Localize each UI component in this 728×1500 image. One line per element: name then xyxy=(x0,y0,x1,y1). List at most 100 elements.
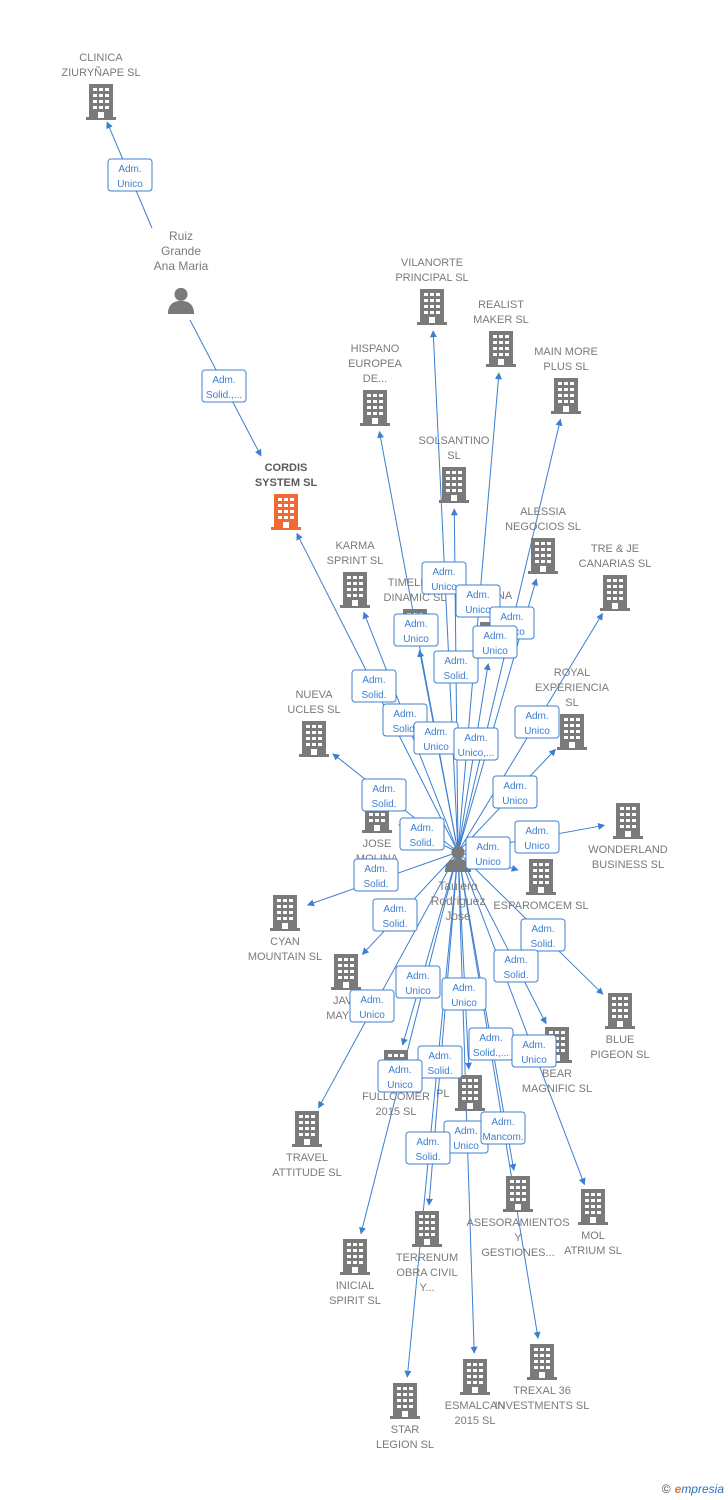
company-node-star[interactable]: STAR LEGION SL xyxy=(376,1383,434,1451)
company-name-line: TERRENUM xyxy=(396,1252,458,1264)
edge-label-taulero-to-ekaina[interactable]: Adm.Unico,... xyxy=(453,727,499,761)
company-node-asesoramientos[interactable]: ASESORAMIENTOSYGESTIONES... xyxy=(466,1176,570,1259)
edge-label-taulero-to-travel[interactable]: Adm.Unico xyxy=(349,989,395,1023)
edge-label-text: Adm. xyxy=(454,1126,477,1137)
edge-label-taulero-to-inicial[interactable]: Adm.Unico xyxy=(377,1059,423,1093)
edge-label-taulero-to-pl[interactable]: Adm.Unico xyxy=(441,977,487,1011)
building-icon xyxy=(613,803,643,839)
edge-label-taulero-to-star[interactable]: Adm.Solid. xyxy=(405,1131,451,1165)
edge-label-taulero-to-cordis[interactable]: Adm.Solid. xyxy=(351,669,397,703)
company-name-line: PL xyxy=(436,1088,449,1100)
edge-label-taulero-to-java[interactable]: Adm.Solid. xyxy=(372,898,418,932)
company-name-line: LEGION SL xyxy=(376,1439,434,1451)
edge-label-taulero-to-trexal[interactable]: Adm.Mancom. xyxy=(480,1111,526,1145)
edge-label-text: Solid. xyxy=(443,671,468,682)
edge-label-taulero-to-blue[interactable]: Adm.Solid. xyxy=(520,918,566,952)
company-name-line: MAKER SL xyxy=(473,314,529,326)
edge-label-text: Solid. xyxy=(409,838,434,849)
brand-logo-text[interactable]: mpresia xyxy=(681,1482,724,1496)
edge-label-taulero-to-treje[interactable]: Adm.Unico xyxy=(514,705,560,739)
building-icon xyxy=(340,572,370,608)
edge-label-taulero-to-vilanorte[interactable]: Adm.Unico xyxy=(421,561,467,595)
edge-label-taulero-to-terrenum[interactable]: Adm.Solid. xyxy=(417,1045,463,1079)
company-name-line: ROYAL xyxy=(554,667,590,679)
company-node-pl[interactable]: PL xyxy=(436,1075,485,1111)
edge-label-taulero-to-solsantino[interactable]: Adm.Solid. xyxy=(433,650,479,684)
edge-label-taulero-to-timeless[interactable]: Adm.Unico xyxy=(413,721,459,755)
company-name-line: DE... xyxy=(363,373,387,385)
company-name-line: CANARIAS SL xyxy=(579,558,652,570)
edge-label-text: Adm. xyxy=(364,864,387,875)
building-icon xyxy=(439,467,469,503)
building-icon xyxy=(503,1176,533,1212)
edge-taulero-to-pl xyxy=(457,851,472,1070)
edge-label-text: Unico xyxy=(521,1055,547,1066)
company-node-hispano[interactable]: HISPANOEUROPEADE... xyxy=(348,343,403,426)
company-name-line: SL xyxy=(447,450,460,462)
edge-label-text: Unico,... xyxy=(458,748,495,759)
edge-label-text: Solid. xyxy=(361,690,386,701)
building-icon xyxy=(390,1383,420,1419)
edge-taulero-to-inicial xyxy=(359,851,459,1235)
company-name-line: ESPAROMCEM SL xyxy=(493,900,588,912)
edge-label-taulero-to-wonderland[interactable]: Adm.Unico xyxy=(514,820,560,854)
edge-label-taulero-to-cyan[interactable]: Adm.Solid. xyxy=(353,858,399,892)
company-name-line: OBRA CIVIL xyxy=(396,1267,457,1279)
edge-label-text: Solid.,... xyxy=(206,390,242,401)
company-name-line: ATTITUDE SL xyxy=(272,1167,341,1179)
edge-label-taulero-to-fullcomer[interactable]: Adm.Unico xyxy=(395,965,441,999)
edge-label-text: Solid. xyxy=(503,970,528,981)
edge-label-text: Adm. xyxy=(406,971,429,982)
edge-label-taulero-to-hispano[interactable]: Adm.Unico xyxy=(393,613,439,647)
edge-label-taulero-to-asesoramientos[interactable]: Adm.Solid.,... xyxy=(468,1027,514,1061)
company-name-line: STAR xyxy=(391,1424,420,1436)
edge-label-taulero-to-mol[interactable]: Adm.Unico xyxy=(511,1034,557,1068)
edge-label-taulero-to-nueva[interactable]: Adm.Solid. xyxy=(361,778,407,812)
edge-label-taulero-to-josemolina[interactable]: Adm.Solid. xyxy=(399,817,445,851)
building-icon xyxy=(528,538,558,574)
company-name-line: ZIURYÑAPE SL xyxy=(61,66,140,79)
edge-label-ruiz-to-clinica[interactable]: Adm.Unico xyxy=(107,158,153,192)
edge-label-text: Solid. xyxy=(530,939,555,950)
company-name-line: EUROPEA xyxy=(348,358,402,370)
edge-label-taulero-to-realist[interactable]: Adm.Unico xyxy=(455,584,501,618)
edge-label-taulero-to-bear[interactable]: Adm.Solid. xyxy=(493,949,539,983)
edge-label-taulero-to-alessia[interactable]: Adm.Unico xyxy=(472,625,518,659)
company-name-line: SPRINT SL xyxy=(327,555,384,567)
edge-label-taulero-to-esparomcem[interactable]: Adm.Unico xyxy=(465,836,511,870)
edge-label-text: Unico xyxy=(482,646,508,657)
company-name-line: REALIST xyxy=(478,299,524,311)
edge-label-text: Unico xyxy=(387,1080,413,1091)
company-name-line: MOL xyxy=(581,1230,605,1242)
company-node-realist[interactable]: REALIST MAKER SL xyxy=(473,299,529,367)
edge-label-taulero-to-royal[interactable]: Adm.Unico xyxy=(492,775,538,809)
company-node-esparomcem[interactable]: ESPAROMCEM SL xyxy=(493,859,589,912)
edge-label-ruiz-to-cordis[interactable]: Adm.Solid.,... xyxy=(201,369,247,403)
building-icon xyxy=(600,575,630,611)
brand-logo-initial[interactable]: e xyxy=(674,1482,682,1496)
company-name-line: BEAR xyxy=(542,1068,572,1080)
